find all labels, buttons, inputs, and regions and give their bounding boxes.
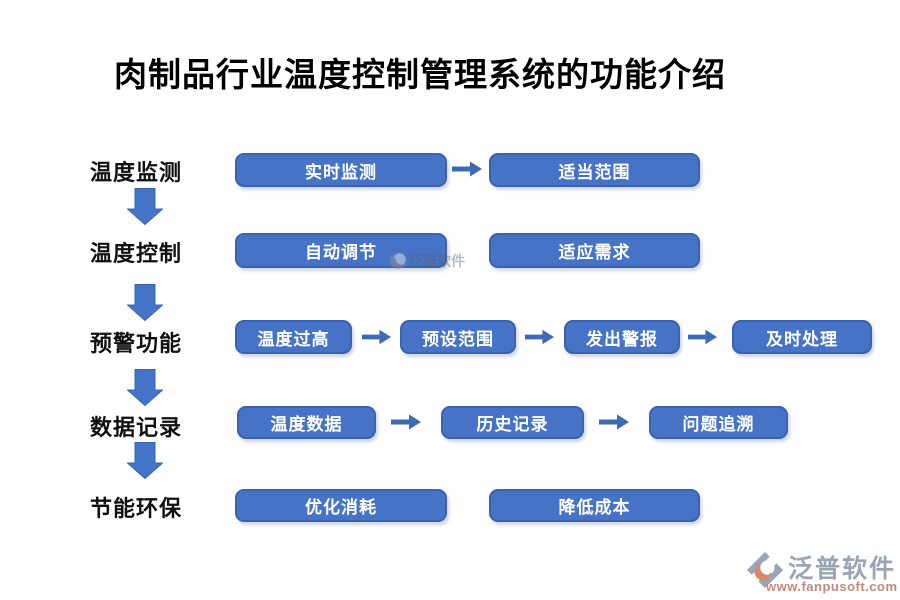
stage-label-recording: 数据记录 [90,415,183,440]
brand-url: www.fanpusoft.com [766,579,898,594]
flow-box: 适当范围 [489,153,700,187]
flow-box: 优化消耗 [235,489,447,522]
page-title: 肉制品行业温度控制管理系统的功能介绍 [114,56,726,93]
right-arrow-icon [599,414,629,430]
brand-name: 泛普软件 [788,555,897,583]
flow-box: 实时监测 [235,153,447,187]
flow-box: 发出警报 [564,320,680,354]
brand-logo: 泛普软件 www.fanpusoft.com [746,549,898,597]
flow-box: 预设范围 [400,320,516,354]
flow-box: 适应需求 [489,233,700,268]
flow-box: 问题追溯 [649,406,788,439]
flow-box: 及时处理 [732,320,872,354]
down-arrow-icon [127,442,163,479]
stage-label-control: 温度控制 [90,241,183,266]
down-arrow-icon [127,369,163,406]
flow-box: 降低成本 [489,489,700,522]
stage-label-warning: 预警功能 [90,331,183,356]
right-arrow-icon [525,329,554,345]
right-arrow-icon [391,414,421,430]
flow-box: 历史记录 [441,406,584,439]
flow-box: 温度过高 [235,320,352,354]
brand-logo-icon [746,551,784,589]
flow-box: 温度数据 [237,406,376,439]
stage-label-monitoring: 温度监测 [90,160,183,185]
right-arrow-icon [688,329,717,345]
stage-label-energy: 节能环保 [90,496,183,521]
right-arrow-icon [362,329,391,345]
down-arrow-icon [127,188,163,225]
flow-box: 自动调节 [235,233,447,268]
right-arrow-icon [452,161,482,177]
down-arrow-icon [127,284,163,321]
